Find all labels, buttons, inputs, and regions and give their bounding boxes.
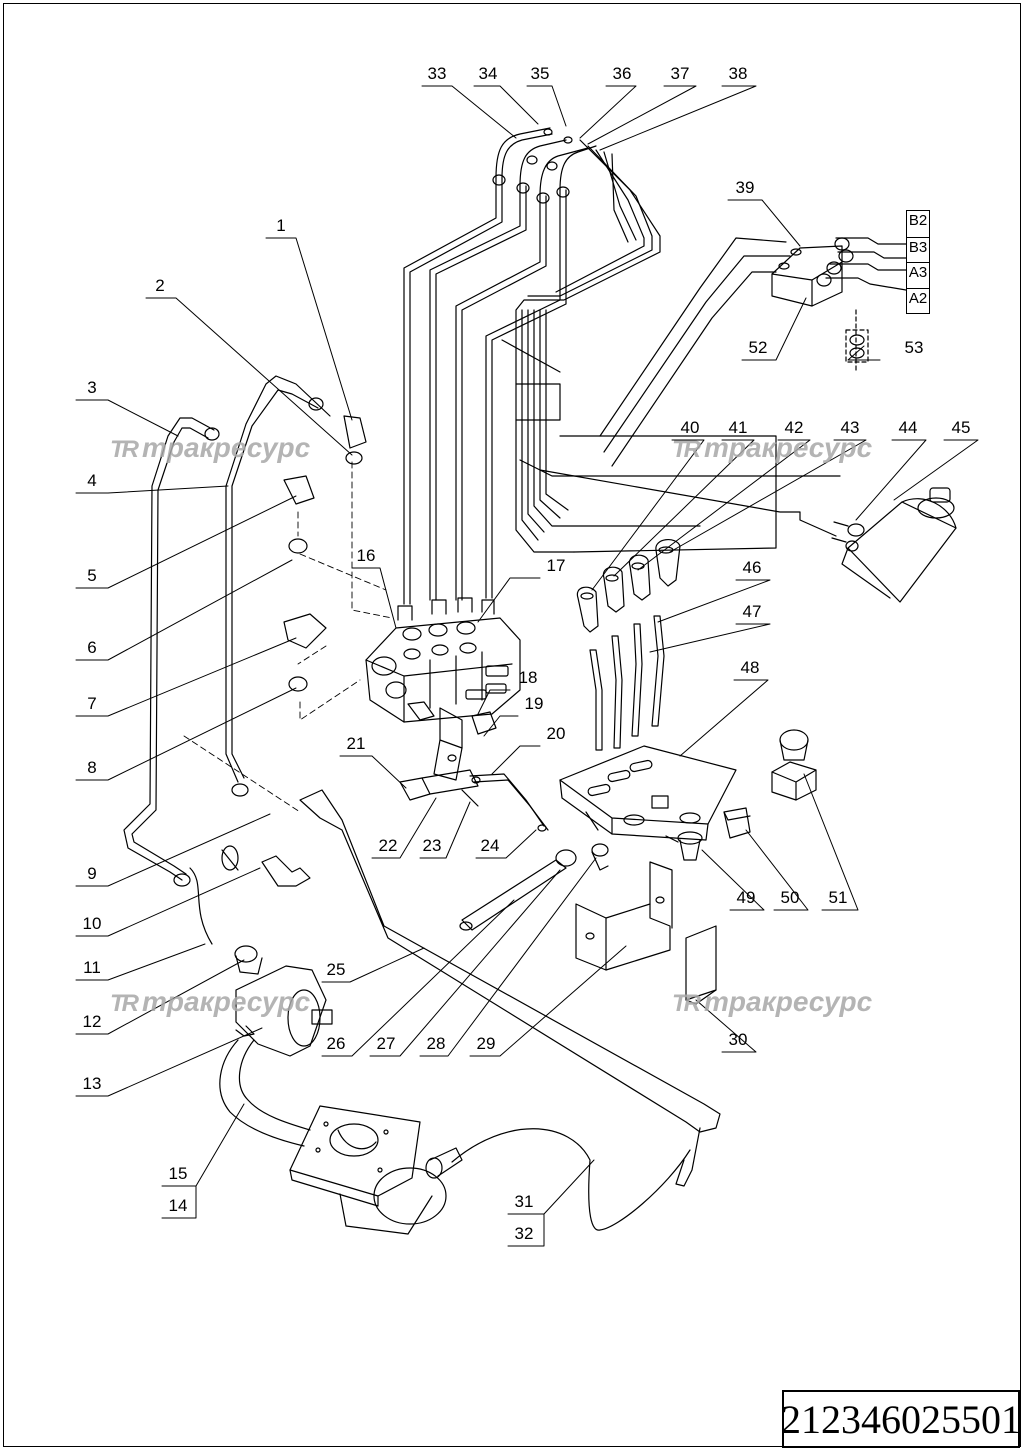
pump-bracket-29 [575,861,717,1005]
switch-components [677,729,817,861]
callout-32: 32 [514,1224,534,1243]
callout-49: 49 [736,888,756,907]
diverter-valve-52 [599,237,907,467]
callout-30: 30 [728,1030,748,1049]
right-tube-bundle [501,139,841,553]
callout-29: 29 [476,1034,496,1053]
callout-37: 37 [670,64,690,83]
callout-28: 28 [426,1034,446,1053]
callout-23: 23 [422,836,442,855]
o-rings-53-solid [849,334,865,359]
callout-42: 42 [784,418,804,437]
port-label-a3: A3 [907,262,929,281]
callout-44: 44 [898,418,918,437]
watermark-logo-icon: TR [672,436,701,463]
callout-2: 2 [155,276,165,295]
port-label-b3: B3 [907,237,929,256]
callout-11: 11 [83,958,101,977]
callout-51: 51 [828,888,848,907]
callout-6: 6 [87,638,97,657]
top-fittings [492,127,597,204]
callout-20: 20 [546,724,566,743]
callout-47: 47 [742,602,762,621]
callout-46: 46 [742,558,762,577]
callout-39: 39 [735,178,755,197]
callout-4: 4 [87,471,97,490]
port-label-box [906,210,930,314]
callout-9: 9 [87,864,97,883]
linkage-rod-26-28 [459,843,609,931]
callout-18: 18 [518,668,538,687]
left-pipes [123,375,367,887]
callout-19: 19 [524,694,544,713]
callout-14: 14 [168,1196,188,1215]
return-pipe-25 [299,789,721,1231]
lever-handles [576,539,681,751]
callout-45: 45 [951,418,971,437]
callout-8: 8 [87,758,97,777]
callout-27: 27 [376,1034,396,1053]
callout-13: 13 [82,1074,102,1093]
port-label-a2: A2 [907,288,929,307]
linkage-brackets [399,707,549,832]
o-rings-53 [845,309,869,371]
callout-34: 34 [478,64,498,83]
drawing-number-box: 212346025501 [781,1390,1021,1448]
callout-36: 36 [612,64,632,83]
callout-21: 21 [346,734,366,753]
callout-5: 5 [87,566,97,585]
callout-3: 3 [87,378,97,397]
callout-48: 48 [740,658,760,677]
callout-22: 22 [378,836,398,855]
drawing-frame [3,3,1021,1447]
callout-33: 33 [427,64,447,83]
callout-41: 41 [728,418,748,437]
callout-26: 26 [326,1034,346,1053]
callout-7: 7 [87,694,97,713]
callout-25: 25 [326,960,346,979]
callout-17: 17 [546,556,566,575]
callout-35: 35 [530,64,550,83]
control-valve-block [365,597,521,723]
watermark-logo-icon: TR [110,436,139,463]
callout-50: 50 [780,888,800,907]
callout-53: 53 [904,338,924,357]
callout-10: 10 [82,914,102,933]
callout-52: 52 [748,338,768,357]
watermark-logo-icon: TR [110,990,139,1017]
hydraulic-pump [189,867,333,1147]
callout-1: 1 [276,216,286,235]
console-plate-48 [559,745,737,843]
valve-tube-bundle [403,177,567,605]
callout-12: 12 [82,1012,102,1031]
callout-40: 40 [680,418,700,437]
watermark-logo-icon: TR [672,990,701,1017]
leader-lines [75,85,979,1247]
callout-24: 24 [480,836,500,855]
port-label-b2: B2 [908,212,928,229]
hydraulic-tank [289,1105,463,1235]
callout-15: 15 [168,1164,188,1183]
callout-38: 38 [728,64,748,83]
callout-16: 16 [356,546,376,565]
drawing-number: 212346025501 [781,1396,1021,1442]
cylinder-45 [831,487,957,603]
callout-43: 43 [840,418,860,437]
callout-31: 31 [514,1192,534,1211]
dashed-assembly-lines [183,461,393,813]
